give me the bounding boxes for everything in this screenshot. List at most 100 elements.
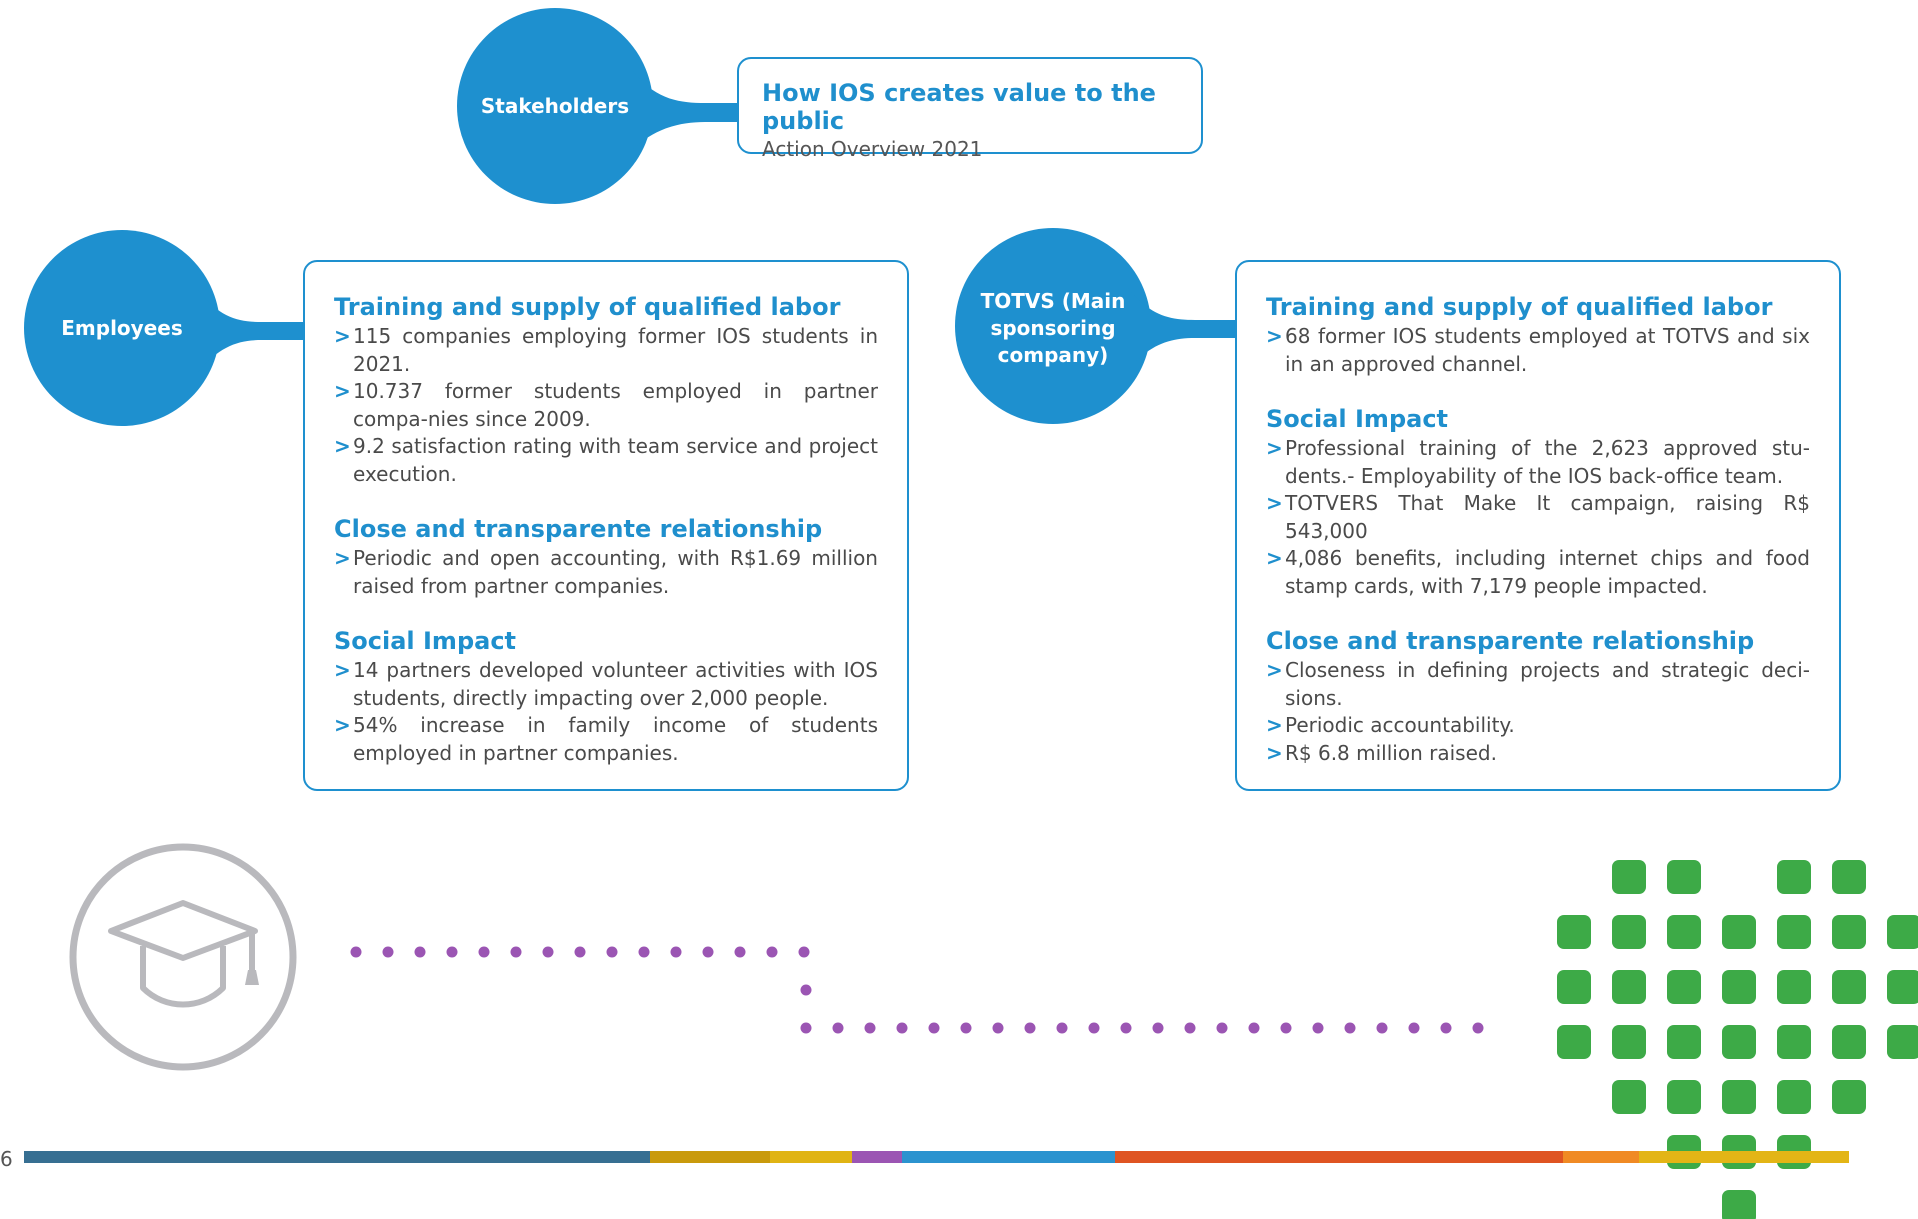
bullet-arrow-icon: > bbox=[334, 713, 351, 737]
footer-bar-segment bbox=[650, 1151, 770, 1163]
stakeholders-bubble bbox=[457, 8, 653, 204]
path-dot bbox=[350, 946, 362, 958]
stakeholders-label: Stakeholders bbox=[480, 93, 630, 118]
grid-square bbox=[1722, 1080, 1756, 1114]
section-title: Social Impact bbox=[334, 627, 517, 655]
totvs-section: Close and transparente relationship >Clo… bbox=[1266, 626, 1810, 767]
bullet-arrow-icon: > bbox=[1266, 491, 1283, 515]
path-dot bbox=[864, 1022, 876, 1034]
footer-bar-segment bbox=[24, 1151, 650, 1163]
footer-bar-segment bbox=[770, 1151, 852, 1163]
grid-square bbox=[1557, 970, 1591, 1004]
grid-square bbox=[1887, 1025, 1918, 1059]
list-item: >54% increase in family income of studen… bbox=[334, 713, 878, 765]
path-dot bbox=[992, 1022, 1004, 1034]
section-title: Social Impact bbox=[1266, 405, 1449, 433]
path-dot bbox=[1152, 1022, 1164, 1034]
employees-card: Training and supply of qualified labor >… bbox=[303, 260, 909, 791]
path-dot bbox=[542, 946, 554, 958]
path-dot bbox=[928, 1022, 940, 1034]
path-dot bbox=[1312, 1022, 1324, 1034]
path-dot bbox=[1280, 1022, 1292, 1034]
path-dot bbox=[832, 1022, 844, 1034]
totvs-section: Social Impact >Professional training of … bbox=[1266, 404, 1810, 600]
grid-square bbox=[1777, 1080, 1811, 1114]
list-item: >Professional training of the 2,623 appr… bbox=[1266, 436, 1810, 488]
employees-section: Social Impact >14 partners developed vol… bbox=[334, 626, 878, 767]
grid-square bbox=[1722, 970, 1756, 1004]
grid-square bbox=[1832, 915, 1866, 949]
list-item: >10.737 former students employed in part… bbox=[334, 379, 878, 431]
grid-square bbox=[1887, 970, 1918, 1004]
grid-square bbox=[1667, 860, 1701, 894]
grid-square bbox=[1832, 970, 1866, 1004]
path-dot bbox=[1088, 1022, 1100, 1034]
totvs-card: Training and supply of qualified labor >… bbox=[1235, 260, 1841, 791]
grid-square bbox=[1887, 915, 1918, 949]
path-dot bbox=[606, 946, 618, 958]
header-card: How IOS creates value to the public Acti… bbox=[737, 57, 1203, 161]
bullet-arrow-icon: > bbox=[1266, 713, 1283, 737]
list-item: >R$ 6.8 million raised. bbox=[1266, 740, 1810, 768]
header-subtitle: Action Overview 2021 bbox=[762, 137, 983, 161]
grid-square bbox=[1612, 915, 1646, 949]
bullet-arrow-icon: > bbox=[334, 434, 351, 458]
employees-section: Training and supply of qualified labor >… bbox=[334, 292, 878, 488]
section-title: Training and supply of qualified labor bbox=[1266, 293, 1773, 321]
totvs-label-line2: sponsoring bbox=[990, 315, 1116, 340]
path-dot bbox=[702, 946, 714, 958]
grid-square bbox=[1667, 1080, 1701, 1114]
path-dot bbox=[446, 946, 458, 958]
path-dot bbox=[638, 946, 650, 958]
list-item: >Periodic accountability. bbox=[1266, 712, 1810, 740]
grid-square bbox=[1832, 1025, 1866, 1059]
path-dot bbox=[1024, 1022, 1036, 1034]
totvs-label: TOTVS (Main sponsoring company) bbox=[955, 286, 1151, 370]
path-dot bbox=[1472, 1022, 1484, 1034]
path-dot bbox=[734, 946, 746, 958]
list-item: >4,086 benefits, including internet chip… bbox=[1266, 546, 1810, 598]
list-item: >115 companies employing former IOS stud… bbox=[334, 324, 878, 376]
path-dot bbox=[574, 946, 586, 958]
totvs-label-line3: company) bbox=[997, 342, 1109, 367]
page-number: 6 bbox=[0, 1147, 13, 1171]
grid-square bbox=[1722, 1190, 1756, 1219]
path-dot bbox=[510, 946, 522, 958]
path-dot bbox=[1440, 1022, 1452, 1034]
path-dot bbox=[1408, 1022, 1420, 1034]
path-dot bbox=[800, 984, 812, 996]
totvs-connector bbox=[1128, 288, 1237, 370]
footer-bar-segment bbox=[1639, 1151, 1849, 1163]
grid-square bbox=[1722, 1025, 1756, 1059]
path-dot bbox=[766, 946, 778, 958]
list-item: >Closeness in defining projects and stra… bbox=[1266, 658, 1810, 710]
employees-connector bbox=[198, 290, 305, 372]
employees-bubble bbox=[24, 230, 220, 426]
path-dot bbox=[670, 946, 682, 958]
grid-square bbox=[1832, 860, 1866, 894]
grid-square bbox=[1612, 1080, 1646, 1114]
footer-bar-segment bbox=[1115, 1151, 1563, 1163]
section-title: Close and transparente relationship bbox=[1266, 627, 1755, 655]
list-item: >Periodic and open accounting, with R$1.… bbox=[334, 546, 878, 598]
path-dot bbox=[478, 946, 490, 958]
header-title: How IOS creates value to the public bbox=[762, 79, 1156, 135]
grid-square bbox=[1722, 915, 1756, 949]
bullet-arrow-icon: > bbox=[334, 379, 351, 403]
path-dot bbox=[1376, 1022, 1388, 1034]
path-dot bbox=[382, 946, 394, 958]
list-item: >68 former IOS students employed at TOTV… bbox=[1266, 324, 1810, 376]
bullet-arrow-icon: > bbox=[1266, 740, 1283, 765]
employees-label: Employees bbox=[61, 315, 183, 340]
grid-square bbox=[1777, 860, 1811, 894]
path-dot bbox=[1248, 1022, 1260, 1034]
employees-section: Close and transparente relationship >Per… bbox=[334, 514, 878, 600]
bullet-arrow-icon: > bbox=[1266, 324, 1283, 348]
grid-square bbox=[1667, 915, 1701, 949]
list-item: >TOTVERS That Make It campaign, raising … bbox=[1266, 491, 1810, 543]
grid-square bbox=[1777, 970, 1811, 1004]
footer-bar-segment bbox=[1563, 1151, 1639, 1163]
totvs-bubble bbox=[955, 228, 1151, 424]
